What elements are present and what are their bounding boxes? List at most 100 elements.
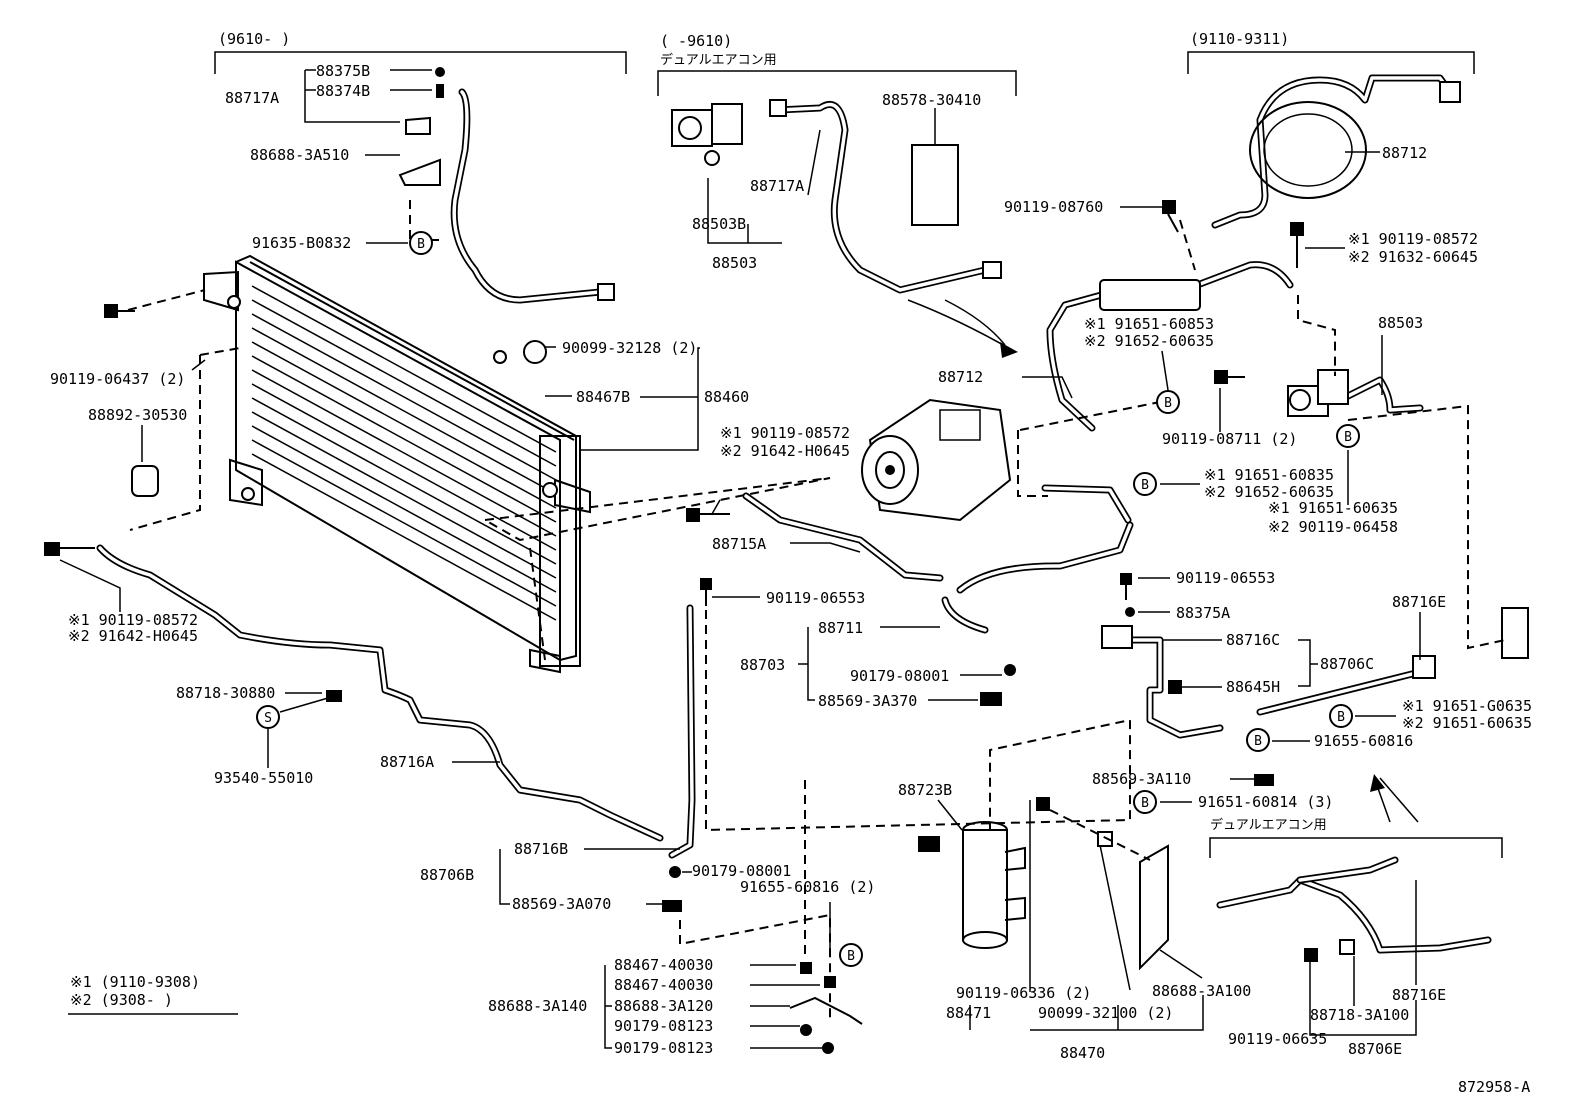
bracket-88688-3A120 bbox=[789, 996, 863, 1025]
part-label-91642-H0645-d: ※2 91642-H0645 bbox=[68, 627, 198, 645]
connector-plate bbox=[1501, 607, 1529, 659]
part-label-88716E-b: 88716E bbox=[1392, 986, 1446, 1004]
part-label-88375B: 88375B bbox=[316, 62, 370, 80]
part-label-88688-3A120: 88688-3A120 bbox=[614, 997, 713, 1015]
part-label-91642-H0645-b: ※2 91642-H0645 bbox=[720, 442, 850, 460]
svg-text:B: B bbox=[1141, 478, 1149, 493]
part-label-90119-08711: 90119-08711 (2) bbox=[1162, 430, 1297, 448]
part-label-90119-06336: 90119-06336 (2) bbox=[956, 984, 1091, 1002]
part-label-88688-3A510: 88688-3A510 bbox=[250, 146, 349, 164]
part-label-88703: 88703 bbox=[740, 656, 785, 674]
part-label-88706B: 88706B bbox=[420, 866, 474, 884]
part-label-91651-60835: ※1 91651-60835 bbox=[1204, 466, 1334, 484]
part-label-90119-08572-c: ※1 90119-08572 bbox=[1348, 230, 1478, 248]
group-label-dual-ac-2: デュアルエアコン用 bbox=[1210, 817, 1327, 833]
part-label-88374B: 88374B bbox=[316, 82, 370, 100]
part-label-90119-08572-b: ※1 90119-08572 bbox=[720, 424, 850, 442]
part-label-88717A-b: 88717A bbox=[750, 177, 804, 195]
part-label-88712-a: 88712 bbox=[1382, 144, 1427, 162]
part-label-88718-3A100: 88718-3A100 bbox=[1310, 1006, 1409, 1024]
svg-text:B: B bbox=[1337, 710, 1345, 725]
svg-text:B: B bbox=[1344, 430, 1352, 445]
part-label-90179-08001-b: 90179-08001 bbox=[850, 667, 949, 685]
marker-b-4: B bbox=[1133, 472, 1157, 496]
assembly-lines bbox=[127, 200, 1506, 1020]
part-label-90119-06553-b: 90119-06553 bbox=[1176, 569, 1275, 587]
part-label-91655-60816-b: 91655-60816 bbox=[1314, 732, 1413, 750]
part-label-88706C: 88706C bbox=[1320, 655, 1374, 673]
part-label-88467-40030-b: 88467-40030 bbox=[614, 976, 713, 994]
marker-b-5: B bbox=[1336, 424, 1360, 448]
part-label-91652-60635-a: ※2 91652-60635 bbox=[1084, 332, 1214, 350]
svg-text:B: B bbox=[417, 237, 425, 252]
group-label-before-9610: ( -9610) bbox=[660, 32, 732, 50]
marker-b-3: B bbox=[1156, 390, 1180, 414]
part-label-91652-60635-b: ※2 91652-60635 bbox=[1204, 483, 1334, 501]
part-label-93540-55010: 93540-55010 bbox=[214, 769, 313, 787]
part-label-88460: 88460 bbox=[704, 388, 749, 406]
part-label-91655-60816-a: 91655-60816 (2) bbox=[740, 878, 875, 896]
part-labels: 88375B 88374B 88717A 88688-3A510 91635-B… bbox=[50, 62, 1532, 1062]
part-label-88503-b: 88503 bbox=[1378, 314, 1423, 332]
part-label-91651-G0635: ※1 91651-G0635 bbox=[1402, 697, 1532, 715]
bracket-88688-3A100 bbox=[1139, 844, 1169, 971]
part-label-88892-30530: 88892-30530 bbox=[88, 406, 187, 424]
expansion-valve-right bbox=[1287, 369, 1349, 417]
group-label-9110-9311: (9110-9311) bbox=[1190, 30, 1289, 48]
part-label-90119-06553-a: 90119-06553 bbox=[766, 589, 865, 607]
part-label-88716B: 88716B bbox=[514, 840, 568, 858]
expansion-valve-left bbox=[671, 103, 743, 166]
part-label-88712-b: 88712 bbox=[938, 368, 983, 386]
part-label-88467-40030-a: 88467-40030 bbox=[614, 956, 713, 974]
part-label-88723B: 88723B bbox=[898, 781, 952, 799]
part-label-88569-3A110: 88569-3A110 bbox=[1092, 770, 1191, 788]
caution-label bbox=[911, 144, 959, 226]
marker-b-2: B bbox=[839, 943, 863, 967]
part-label-90119-06437: 90119-06437 (2) bbox=[50, 370, 185, 388]
part-label-88578-30410: 88578-30410 bbox=[882, 91, 981, 109]
part-label-88645H: 88645H bbox=[1226, 678, 1280, 696]
group-label-dual-ac-1: デュアルエアコン用 bbox=[660, 52, 777, 68]
circled-markers: B S B B B B B B B bbox=[256, 231, 1360, 967]
part-label-88470: 88470 bbox=[1060, 1044, 1105, 1062]
part-label-91651-60814: 91651-60814 (3) bbox=[1198, 793, 1333, 811]
part-label-88569-3A070: 88569-3A070 bbox=[512, 895, 611, 913]
part-label-90099-32100: 90099-32100 (2) bbox=[1038, 1004, 1173, 1022]
part-label-88717A-a: 88717A bbox=[225, 89, 279, 107]
part-label-91635-B0832: 91635-B0832 bbox=[252, 234, 351, 252]
svg-text:S: S bbox=[264, 711, 272, 726]
pipes bbox=[96, 74, 1492, 954]
part-label-90179-08001-a: 90179-08001 bbox=[692, 862, 791, 880]
part-label-88503-a: 88503 bbox=[712, 254, 757, 272]
svg-text:B: B bbox=[1141, 796, 1149, 811]
part-label-88716E-a: 88716E bbox=[1392, 593, 1446, 611]
part-label-90119-08572-d: ※1 90119-08572 bbox=[68, 611, 198, 629]
part-label-90179-08123-b: 90179-08123 bbox=[614, 1039, 713, 1057]
arrows bbox=[907, 299, 1419, 823]
group-bracket-before-9610 bbox=[657, 70, 1017, 96]
legend-line-2: ※2 (9308- ) bbox=[70, 991, 173, 1009]
components bbox=[44, 67, 1529, 1054]
part-label-88375A: 88375A bbox=[1176, 604, 1230, 622]
part-label-90119-06635: 90119-06635 bbox=[1228, 1030, 1327, 1048]
group-headings: (9610- ) ( -9610) デュアルエアコン用 (9110-9311) … bbox=[214, 30, 1503, 858]
part-label-88711: 88711 bbox=[818, 619, 863, 637]
marker-b-8: B bbox=[1133, 790, 1157, 814]
diagram-id: 872958-A bbox=[1458, 1078, 1530, 1096]
receiver-drier bbox=[962, 821, 1026, 949]
part-label-91651-60853: ※1 91651-60853 bbox=[1084, 315, 1214, 333]
part-label-90119-08760: 90119-08760 bbox=[1004, 198, 1103, 216]
part-label-88716C: 88716C bbox=[1226, 631, 1280, 649]
marker-b-6: B bbox=[1329, 704, 1353, 728]
svg-text:B: B bbox=[847, 949, 855, 964]
part-label-88569-3A370: 88569-3A370 bbox=[818, 692, 917, 710]
part-label-88471: 88471 bbox=[946, 1004, 991, 1022]
pad-88723B bbox=[918, 836, 940, 852]
legend: ※1 (9110-9308) ※2 (9308- ) bbox=[68, 973, 238, 1015]
part-label-88716A: 88716A bbox=[380, 753, 434, 771]
svg-text:B: B bbox=[1254, 734, 1262, 749]
marker-b-1: B bbox=[409, 231, 433, 255]
part-label-88715A: 88715A bbox=[712, 535, 766, 553]
part-label-88688-3A140: 88688-3A140 bbox=[488, 997, 587, 1015]
